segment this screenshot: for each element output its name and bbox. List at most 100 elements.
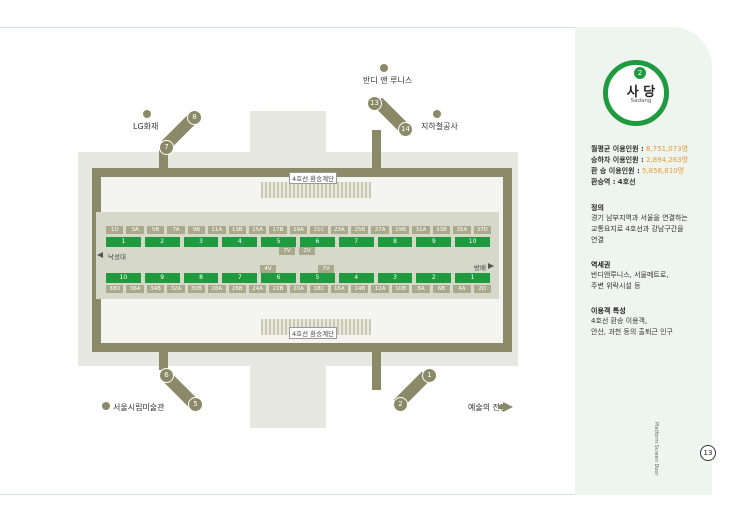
door-code: 23A — [330, 226, 349, 234]
door-code: 4A — [453, 285, 471, 293]
platform-car: 8 — [377, 237, 413, 247]
platform-car: 9 — [144, 273, 180, 283]
door-code: 19A — [289, 226, 308, 234]
platform-car: 4 — [222, 237, 258, 247]
door-code: 10B — [391, 285, 410, 293]
stat-monthly: 월평균 이용인원 : 8,751,073명 — [591, 145, 689, 153]
door-code: 28A — [208, 285, 226, 293]
location-dot — [102, 402, 110, 410]
definition-line: 교통요지로 4호선과 강남구간을 — [591, 225, 684, 233]
platform-car: 1 — [106, 237, 141, 247]
definition-line: 연결 — [591, 236, 604, 244]
location-dot — [380, 64, 388, 72]
door-code: 22B — [269, 285, 287, 293]
door-code: 29B — [391, 226, 410, 234]
label-museum: 서울시립미술관 — [113, 403, 165, 412]
transfer-label-top: 4호선 환승계단 — [289, 172, 338, 184]
area-line: 주변 위락시설 등 — [591, 282, 641, 290]
transfer-label-bottom: 4호선 환승계단 — [289, 327, 338, 339]
door-code: 24A — [248, 285, 267, 293]
platform-car: 6 — [300, 237, 335, 247]
platform-car: 1 — [455, 273, 490, 283]
platform-car: 7 — [338, 237, 374, 247]
exit-1-badge: 1 — [422, 368, 437, 383]
platform-car: 6 — [261, 273, 296, 283]
door-code: 27A — [371, 226, 389, 234]
feature-line: 안산, 과천 등의 출퇴근 인구 — [591, 328, 673, 336]
door-code: 26B — [228, 285, 246, 293]
platform-car: 3 — [183, 237, 219, 247]
page-number: 13 — [700, 445, 716, 461]
door-code: 6B — [432, 285, 451, 293]
transfer-stairs-top — [261, 182, 371, 198]
door-code: 25B — [351, 226, 369, 234]
arrow-left-icon — [97, 252, 103, 258]
direction-right: 방배 — [474, 264, 486, 272]
definition-line: 경기 남부지역과 서울을 연결하는 — [591, 214, 688, 222]
exit-6-badge: 6 — [159, 368, 174, 383]
line-number-badge: 2 — [634, 67, 646, 79]
top-rule — [0, 27, 575, 28]
door-code: 3A — [126, 226, 144, 234]
door-code: 1D — [106, 226, 124, 234]
vertical-label: Platform Screen Door — [653, 422, 659, 476]
platform-car: 5 — [300, 273, 335, 283]
exit-7-badge: 7 — [159, 140, 174, 155]
label-arts-center: 예술의 전당 — [468, 403, 508, 412]
door-code: 9B — [187, 226, 206, 234]
direction-left: 낙성대 — [108, 253, 126, 261]
door-code: 31A — [412, 226, 430, 234]
platform-car: 5 — [261, 237, 296, 247]
door-code: 12A — [371, 285, 389, 293]
door-code: 13B — [228, 226, 246, 234]
label-bandi: 반디 앤 루니스 — [363, 76, 413, 85]
door-code: 30B — [187, 285, 206, 293]
stat-transfer-line: 환승역 : 4호선 — [591, 178, 636, 186]
door-code: 33B — [432, 226, 451, 234]
platform-car: 10 — [455, 237, 490, 247]
platform-car: 2 — [144, 237, 180, 247]
bottom-rule — [0, 494, 575, 495]
label-lg: LG화재 — [133, 122, 159, 131]
station-name-en: Sadang — [630, 98, 652, 104]
door-code: 16A — [330, 285, 349, 293]
label-metro-corp: 지하철공사 — [421, 122, 458, 131]
stat-boarding: 승하차 이용인원 : 2,894,263명 — [591, 156, 689, 164]
feature-line: 4호선 환승 이용객, — [591, 317, 648, 325]
door-code: 32A — [167, 285, 185, 293]
location-dot — [143, 110, 151, 118]
station-name: 사 당 — [626, 85, 656, 100]
stat-transfer: 환 승 이용인원 : 5,856,810명 — [591, 167, 685, 175]
door-code: 11A — [208, 226, 226, 234]
exit-8-badge: 8 — [187, 110, 202, 125]
location-dot — [433, 110, 441, 118]
area-line: 반디앤루니스, 서울메트로, — [591, 271, 669, 279]
door-code: 14B — [351, 285, 369, 293]
platform-car: 10 — [106, 273, 141, 283]
platform-car: 2 — [416, 273, 452, 283]
sub-door-code: 2V — [299, 247, 315, 255]
platform-car: 4 — [338, 273, 374, 283]
arrow-right-icon — [503, 402, 513, 412]
arrow-right-icon — [488, 263, 494, 269]
door-code: 5B — [146, 226, 165, 234]
station-map: 8 7 13 14 6 5 1 2 반디 앤 루니스 LG화재 지하철공사 서울… — [78, 64, 518, 428]
door-code: 7A — [167, 226, 185, 234]
door-code: 2D — [473, 285, 491, 293]
door-code: 35A — [453, 226, 471, 234]
door-code: 38D — [106, 285, 124, 293]
door-code: 36A — [126, 285, 144, 293]
exit-13-badge: 13 — [367, 96, 382, 111]
door-code: 15A — [248, 226, 267, 234]
station-info-sidebar: 2 사 당 Sadang 월평균 이용인원 : 8,751,073명 승하차 이… — [575, 27, 716, 495]
platform-car: 8 — [183, 273, 219, 283]
platform-car: 3 — [377, 273, 413, 283]
exit-2-badge: 2 — [393, 397, 408, 412]
door-code: 37D — [473, 226, 491, 234]
